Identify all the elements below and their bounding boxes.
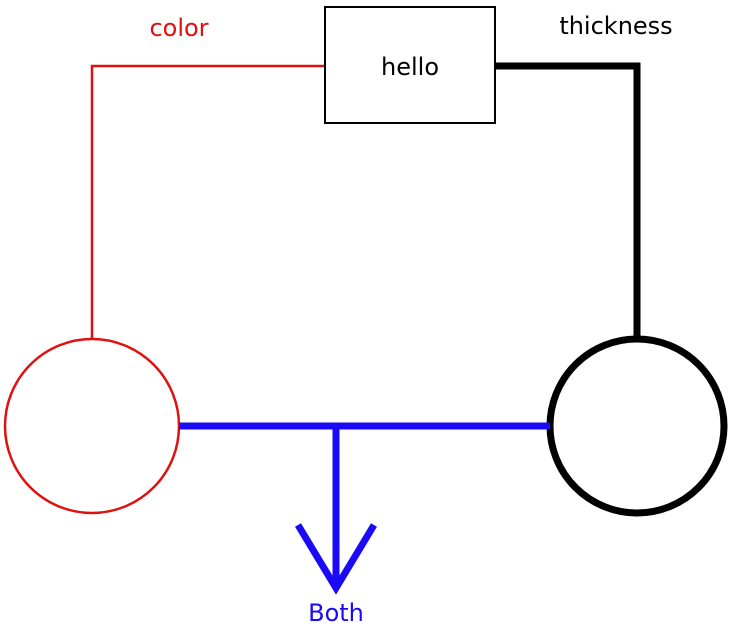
- color-label: color: [149, 14, 208, 42]
- both-label: Both: [308, 599, 364, 627]
- hello-box[interactable]: [324, 6, 496, 124]
- thickness-label: thickness: [559, 12, 672, 40]
- left-circle-node[interactable]: [3, 337, 181, 515]
- color-connector-line: [90, 64, 325, 339]
- box-label: hello: [381, 53, 439, 81]
- thickness-connector-line: [495, 62, 641, 339]
- right-circle-node[interactable]: [546, 335, 728, 517]
- both-arrow-head: [295, 523, 377, 595]
